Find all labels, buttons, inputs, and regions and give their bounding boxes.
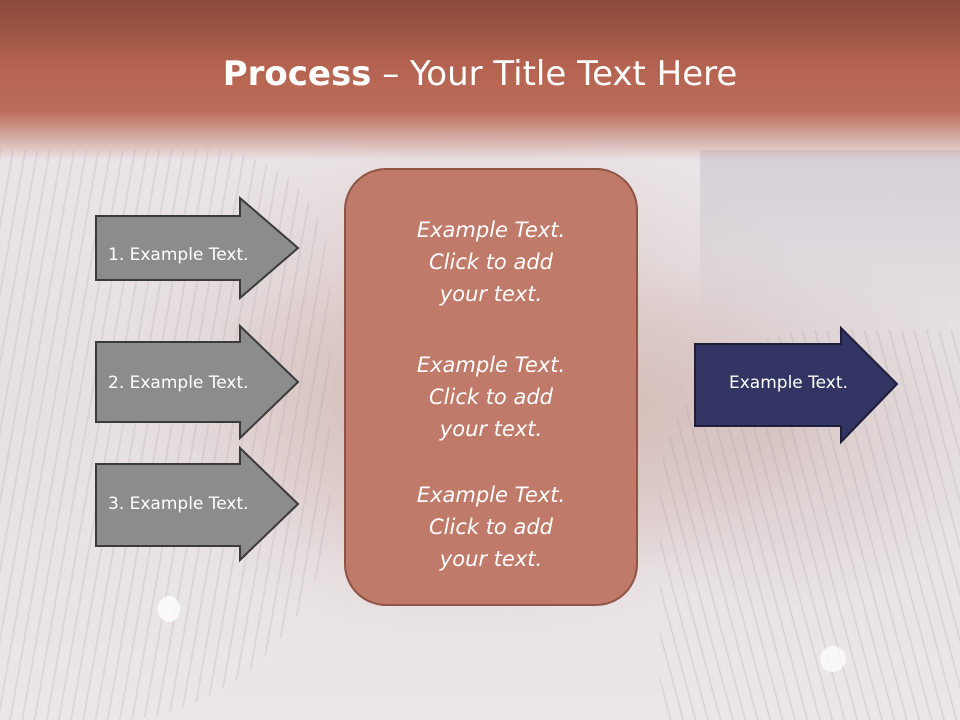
- block-line: Example Text.: [416, 483, 566, 507]
- block-line: Click to add: [428, 385, 553, 409]
- arrow-shape: [694, 325, 899, 445]
- center-text-box[interactable]: Example Text. Click to add your text. Ex…: [344, 168, 638, 606]
- block-line: Click to add: [428, 250, 553, 274]
- left-arrow-1[interactable]: [95, 195, 300, 301]
- arrow-shape: [95, 195, 300, 301]
- title-band: [0, 0, 960, 160]
- arrow-shape: [95, 445, 300, 563]
- block-line: Click to add: [428, 515, 553, 539]
- right-arrow[interactable]: [694, 325, 899, 445]
- block-line: your text.: [439, 547, 543, 571]
- block-line: Example Text.: [416, 218, 566, 242]
- left-arrow-2[interactable]: [95, 323, 300, 441]
- background-cuff-button: [820, 646, 846, 672]
- arrow-shape: [95, 323, 300, 441]
- background-cuff-button: [158, 596, 180, 622]
- block-line: your text.: [439, 417, 543, 441]
- center-text-block-3[interactable]: Example Text. Click to add your text.: [346, 479, 636, 575]
- center-text-block-1[interactable]: Example Text. Click to add your text.: [346, 214, 636, 310]
- background-shadow: [700, 150, 960, 350]
- block-line: your text.: [439, 282, 543, 306]
- left-arrow-2-label: 2. Example Text.: [108, 373, 249, 393]
- center-text-block-2[interactable]: Example Text. Click to add your text.: [346, 349, 636, 445]
- title-bold-part: Process: [222, 54, 372, 94]
- right-arrow-label: Example Text.: [729, 373, 848, 393]
- slide-title[interactable]: Process – Your Title Text Here: [0, 52, 960, 96]
- title-regular-part: – Your Title Text Here: [371, 54, 738, 94]
- left-arrow-3[interactable]: [95, 445, 300, 563]
- block-line: Example Text.: [416, 353, 566, 377]
- left-arrow-1-label: 1. Example Text.: [108, 245, 249, 265]
- left-arrow-3-label: 3. Example Text.: [108, 494, 249, 514]
